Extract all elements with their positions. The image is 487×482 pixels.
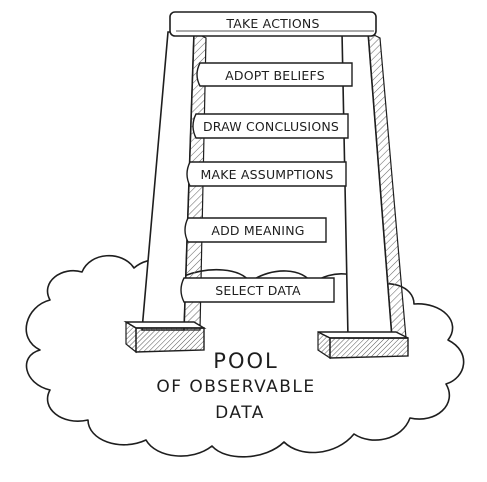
rung-label: DRAW CONCLUSIONS	[203, 119, 339, 134]
rung-select-data: SELECT DATA	[180, 277, 335, 303]
rung-make-assumptions: MAKE ASSUMPTIONS	[186, 161, 347, 187]
ladder-left-foot	[123, 320, 207, 354]
rung-label: MAKE ASSUMPTIONS	[201, 167, 334, 182]
rung-label: TAKE ACTIONS	[225, 16, 319, 31]
pool-footer: DATA	[215, 403, 265, 423]
rung-label: ADOPT BELIEFS	[225, 68, 325, 83]
rung-adopt-beliefs: ADOPT BELIEFS	[196, 62, 353, 87]
rung-label: ADD MEANING	[211, 223, 304, 238]
rung-draw-conclusions: DRAW CONCLUSIONS	[192, 113, 349, 139]
pool-subtitle: OF OBSERVABLE	[156, 377, 315, 397]
pool-title: POOL	[213, 349, 278, 373]
rung-add-meaning: ADD MEANING	[184, 217, 327, 243]
rung-take-actions: TAKE ACTIONS	[169, 11, 377, 37]
rung-label: SELECT DATA	[215, 283, 301, 298]
ladder-right-foot	[317, 331, 409, 360]
